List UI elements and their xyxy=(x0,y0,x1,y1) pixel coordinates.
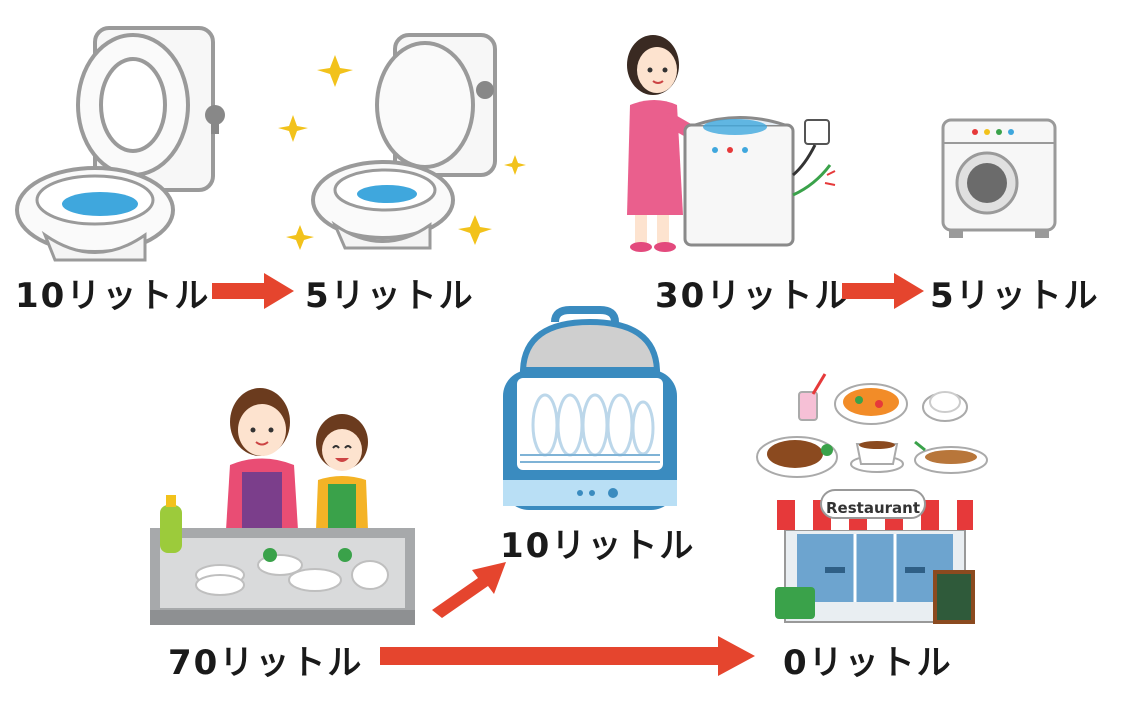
label-handwash: 70リットル xyxy=(168,643,364,683)
drum-washer-icon xyxy=(941,118,1057,238)
arrow-icon xyxy=(842,273,924,309)
arrow-icon xyxy=(380,636,755,676)
label-washer-old: 30リットル xyxy=(655,276,851,316)
new-toilet-icon xyxy=(278,33,526,250)
woman-washing-machine-icon xyxy=(627,35,836,252)
arrow-icon xyxy=(432,562,506,618)
arrow-icon xyxy=(212,273,294,309)
label-restaurant: 0リットル xyxy=(783,643,953,683)
label-toilet-old: 10リットル xyxy=(15,276,211,316)
label-toilet-new: 5リットル xyxy=(305,276,475,316)
label-washer-new: 5リットル xyxy=(930,276,1100,316)
handwashing-dishes-icon xyxy=(150,388,415,625)
dishwasher-icon xyxy=(503,306,677,510)
old-toilet-icon xyxy=(15,26,225,262)
restaurant-sign: Restaurant xyxy=(826,499,920,517)
restaurant-icon xyxy=(756,373,988,624)
label-dishwasher: 10リットル xyxy=(500,526,696,566)
